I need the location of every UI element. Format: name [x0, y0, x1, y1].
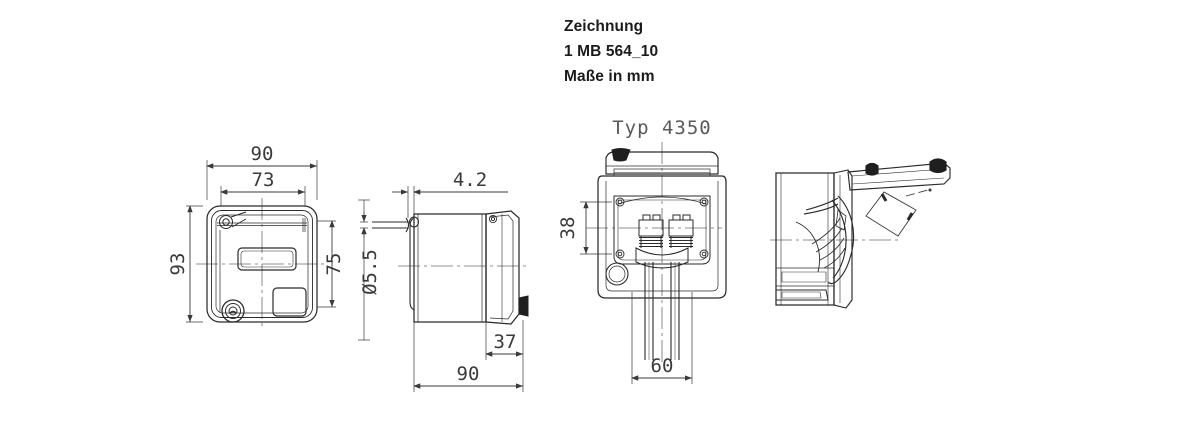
- title-block: Zeichnung 1 MB 564_10 Maße in mm: [564, 14, 864, 89]
- bottom-view-centerlines: [586, 142, 722, 362]
- side-dim-37-label: 37: [494, 331, 517, 353]
- bottom-view-cables: [644, 262, 680, 360]
- side-view-nose: [408, 216, 420, 311]
- front-dim-93-label: 93: [167, 253, 189, 276]
- side-view-body: [413, 213, 487, 323]
- side-dim-overall-depth: 90: [413, 322, 524, 392]
- side-view-dark-tab: [518, 295, 529, 317]
- side-dim-90-label: 90: [457, 363, 480, 385]
- front-view-centerlines: [196, 198, 328, 330]
- bottom-view-strain-relief: [635, 247, 689, 269]
- bottom-view: Typ 4350: [557, 117, 727, 384]
- section-view-base-plate: [775, 289, 829, 301]
- title-line-number: 1 MB 564_10: [564, 43, 659, 60]
- section-view-column: [833, 169, 853, 309]
- front-dim-75-label: 75: [323, 253, 345, 276]
- front-view-display-inner: [240, 250, 294, 268]
- bottom-view-corner-screws: [615, 197, 709, 259]
- side-dim-shaft-diameter: Ø5.5: [358, 199, 381, 341]
- section-dim-angle-box: [865, 188, 932, 237]
- side-dim-diameter-label: Ø5.5: [359, 249, 381, 295]
- bottom-dim-connector-spacing: 38: [557, 201, 612, 255]
- side-dim-cover-depth: 37: [485, 320, 524, 360]
- side-view-shaft: [372, 217, 410, 233]
- bottom-view-type-label: Typ 4350: [612, 117, 712, 139]
- bottom-view-dark-tab: [611, 148, 631, 162]
- front-dim-inner-width: 73: [220, 169, 306, 206]
- section-view-hinge-flap: [795, 195, 855, 285]
- front-view-label-plate: [272, 287, 307, 317]
- bottom-view-connector-left: [638, 214, 664, 249]
- title-line-units: Maße in mm: [564, 68, 655, 85]
- side-dim-shaft-width: 4.2: [392, 169, 508, 218]
- side-view-cover: [485, 210, 520, 325]
- bottom-view-gland: [605, 262, 629, 286]
- bottom-dim-60-label: 60: [651, 355, 674, 377]
- side-view-screw-boss: [488, 214, 498, 224]
- front-view-screw-boss: [219, 211, 247, 229]
- bottom-view-inner-plate: [613, 195, 711, 265]
- section-view-body: [775, 172, 835, 306]
- front-view-body: [206, 205, 318, 323]
- bottom-dim-overall-width: 60: [631, 292, 693, 384]
- side-dim-4-2-label: 4.2: [453, 169, 487, 191]
- front-dim-90-label: 90: [251, 143, 274, 165]
- side-view: 4.2 Ø5.5 37: [358, 169, 530, 392]
- front-dim-inner-height: 75: [317, 220, 345, 308]
- front-dim-73-label: 73: [252, 169, 275, 191]
- front-view-display-window: [237, 247, 297, 271]
- section-view: [770, 158, 951, 309]
- bottom-dim-38-label: 38: [557, 217, 579, 240]
- front-view: 90 73 93 75: [167, 143, 345, 330]
- front-view-edge-lines: [219, 218, 306, 312]
- front-dim-overall-height: 93: [167, 205, 203, 323]
- front-view-cable-gland: [221, 299, 245, 323]
- title-line-drawing: Zeichnung: [564, 18, 644, 35]
- section-view-lever-arm: [847, 158, 951, 191]
- front-dim-overall-width: 90: [206, 143, 318, 200]
- bottom-view-connector-right: [668, 214, 694, 249]
- bottom-view-housing: [597, 175, 727, 299]
